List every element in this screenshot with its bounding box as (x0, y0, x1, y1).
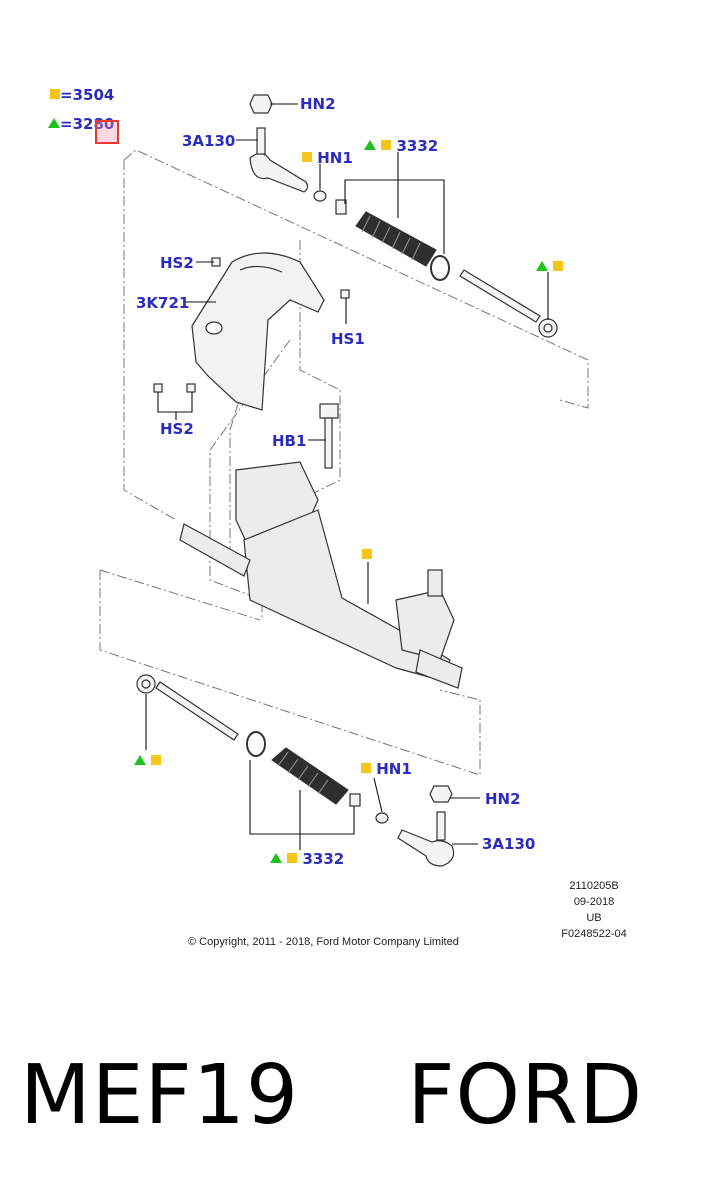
square-marker-icon (287, 853, 298, 863)
callout-3a130-top: 3A130 (182, 132, 236, 150)
callout-hs2-top: HS2 (160, 254, 194, 272)
legend-square-code: 3504 (72, 86, 115, 104)
lower-inner-tie-rod (136, 674, 239, 741)
callout-hb1: HB1 (272, 432, 307, 450)
square-marker-icon (381, 140, 392, 150)
upper-hardware (313, 190, 347, 215)
upper-boot (355, 211, 450, 281)
highlight-box (95, 120, 119, 144)
callout-hs2-bottom: HS2 (160, 420, 194, 438)
lower-boot (246, 731, 349, 805)
triangle-marker-icon (536, 261, 548, 271)
callout-3a130-bottom: 3A130 (482, 835, 536, 853)
callout-3k721: 3K721 (136, 294, 190, 312)
lower-tie-rod-end (397, 785, 455, 867)
steering-gear-housing (179, 461, 463, 689)
drawing-region: UB (586, 912, 602, 924)
square-marker-icon (302, 152, 312, 162)
drawing-reference: F0248522-04 (561, 928, 627, 940)
square-marker-icon (553, 261, 564, 271)
legend-equals: = (60, 86, 73, 104)
leader-lines (145, 103, 549, 850)
upper-tie-rod-end (249, 94, 309, 193)
callout-hs1: HS1 (331, 330, 365, 348)
legend-square-row: =3504 (50, 86, 114, 105)
callout-hn1-top-text: HN1 (317, 149, 353, 167)
footer-caption: MEF19 FORD (20, 1048, 644, 1143)
upper-group-outline (123, 149, 589, 620)
square-marker-icon (151, 755, 162, 765)
shield-fasteners (153, 257, 350, 393)
square-marker-icon (362, 549, 372, 559)
square-marker-icon (50, 89, 60, 99)
upper-inner-tie-rod (459, 269, 558, 338)
copyright-notice: © Copyright, 2011 - 2018, Ford Motor Com… (188, 936, 459, 948)
callout-3332-bottom: 3332 (270, 850, 344, 868)
legend-equals: = (60, 115, 73, 133)
callout-markers-tie-rod-bottom (134, 752, 162, 770)
square-marker-icon (361, 763, 371, 773)
callout-hn1-bottom: HN1 (361, 760, 412, 778)
callout-hn2-bottom: HN2 (485, 790, 521, 808)
callout-markers-tie-rod-top (536, 258, 564, 276)
callout-marker-housing (362, 546, 372, 564)
callout-hn2-top: HN2 (300, 95, 336, 113)
legend-triangle-code: 3280 (72, 115, 115, 133)
legend-triangle-row: =3280 (48, 115, 114, 134)
callout-3332-bottom-text: 3332 (302, 850, 345, 868)
callout-3332-top-text: 3332 (396, 137, 439, 155)
steering-gear-exploded-diagram (99, 94, 589, 867)
drawing-number: 2110205B (569, 880, 619, 892)
drawing-date: 09-2018 (573, 896, 615, 908)
triangle-marker-icon (134, 755, 146, 765)
lower-group-outline (99, 569, 481, 776)
mounting-bolt (319, 403, 339, 469)
triangle-marker-icon (364, 140, 376, 150)
lower-hardware (349, 793, 389, 824)
callout-3332-top: 3332 (364, 137, 438, 155)
triangle-marker-icon (270, 853, 282, 863)
callout-hn1-bottom-text: HN1 (376, 760, 412, 778)
heat-shield (191, 252, 325, 411)
callout-hn1-top: HN1 (302, 149, 353, 167)
triangle-marker-icon (48, 118, 60, 128)
